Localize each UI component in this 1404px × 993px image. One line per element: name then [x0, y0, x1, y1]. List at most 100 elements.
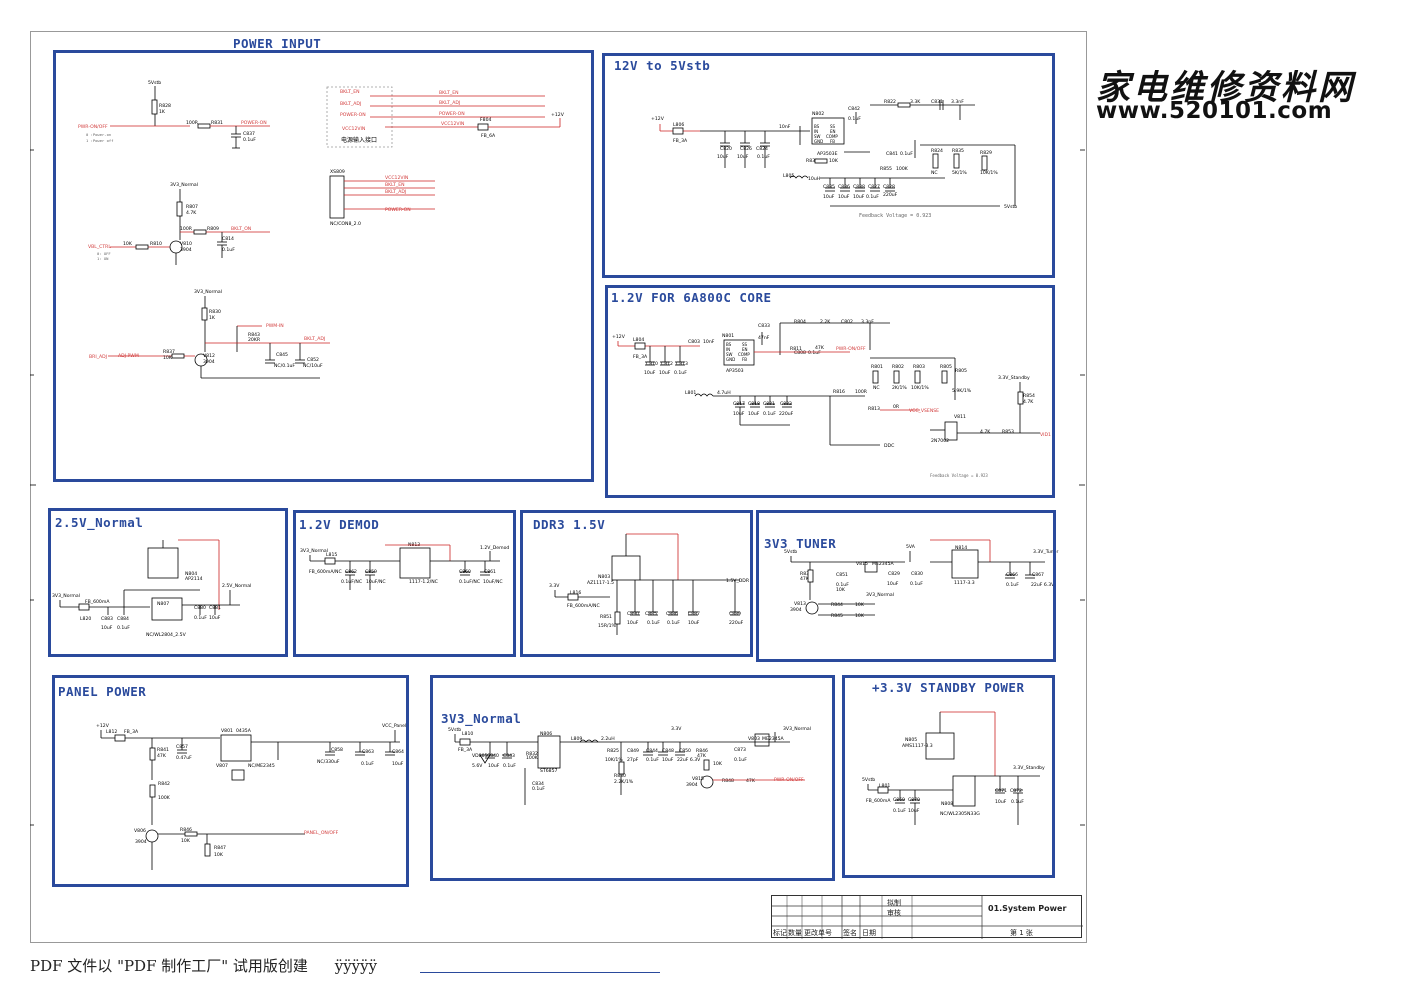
svg-text:3904: 3904	[180, 247, 192, 253]
title-block: 拟制 审核 标记 数量 更改单号 签名 日期 01.System Power 第…	[771, 895, 1083, 939]
svg-text:0.1uF/NC: 0.1uF/NC	[341, 579, 362, 585]
svg-text:V813: V813	[794, 601, 806, 607]
svg-text:1: ON: 1: ON	[97, 256, 109, 261]
stb12-circuit: +12V L806 FB_3A C820 C826 C824 10uF 10uF…	[651, 99, 1017, 219]
svg-text:FB_600mA: FB_600mA	[866, 798, 891, 804]
svg-text:10uF: 10uF	[488, 763, 500, 769]
svg-text:SW: SW	[726, 352, 733, 357]
svg-text:C870: C870	[908, 797, 920, 803]
svg-text:10uF: 10uF	[662, 757, 674, 763]
svg-text:R845: R845	[831, 613, 843, 619]
svg-text:C824: C824	[756, 146, 768, 152]
svg-text:BKLT_EN: BKLT_EN	[439, 90, 459, 96]
svg-text:47K: 47K	[697, 753, 707, 759]
svg-text:V811: V811	[954, 414, 966, 420]
svg-text:3.3K: 3.3K	[910, 99, 921, 105]
svg-text:R842: R842	[158, 781, 170, 787]
svg-text:L801: L801	[685, 390, 696, 396]
title-tuner: 3V3 TUNER	[764, 536, 837, 551]
svg-text:15R/1%: 15R/1%	[598, 623, 617, 629]
panel-core	[605, 285, 1055, 498]
svg-text:0.47uF: 0.47uF	[176, 755, 192, 761]
svg-text:100R: 100R	[180, 226, 193, 232]
svg-text:L816: L816	[570, 590, 581, 596]
svg-text:R846: R846	[180, 827, 192, 833]
svg-text:C810: C810	[646, 361, 658, 367]
power-input-circuit: 5Vstb R828 1K PWR-ON/OFF 0 :Power-on 1 :…	[78, 80, 565, 379]
svg-text:R822: R822	[884, 99, 896, 105]
svg-text:ME2345A: ME2345A	[872, 561, 895, 567]
svg-text:L820: L820	[80, 616, 91, 622]
svg-text:C858: C858	[331, 747, 343, 753]
svg-text:C812: C812	[661, 361, 673, 367]
svg-text:10nF: 10nF	[703, 339, 715, 345]
svg-text:C860: C860	[459, 569, 471, 575]
svg-text:10K: 10K	[181, 838, 191, 844]
pdf-footer-link[interactable]: ÿÿÿÿÿ	[334, 957, 378, 975]
svg-text:20KR: 20KR	[248, 337, 261, 343]
svg-text:C881: C881	[209, 605, 221, 611]
core-circuit: +12V L804 FB_3A C810 C812 C813 10uF 10uF…	[612, 319, 1051, 478]
svg-text:0.1uF: 0.1uF	[836, 582, 849, 588]
svg-text:0.1uF: 0.1uF	[503, 763, 516, 769]
svg-text:C830: C830	[911, 571, 923, 577]
svg-text:R832: R832	[526, 751, 538, 757]
svg-text:Feedback Voltage = 0.923: Feedback Voltage = 0.923	[859, 213, 931, 219]
svg-text:BS: BS	[726, 342, 732, 347]
svg-text:0.1uF: 0.1uF	[1006, 582, 1019, 588]
svg-text:10uF: 10uF	[644, 370, 656, 376]
svg-text:NC/ME2345: NC/ME2345	[248, 763, 275, 769]
svg-text:C831: C831	[931, 99, 943, 105]
svg-text:NC: NC	[873, 385, 880, 391]
watermark-chinese: 家电维修资料网	[1096, 68, 1355, 108]
svg-text:C884: C884	[117, 616, 129, 622]
svg-text:C835: C835	[823, 184, 835, 190]
svg-text:100R: 100R	[186, 120, 199, 126]
pdf-footer-text: PDF 文件以 "PDF 制作工厂" 试用版创建	[30, 957, 308, 975]
svg-text:1.2V_Demod: 1.2V_Demod	[480, 545, 509, 551]
tb-col-qty: 数量	[788, 929, 802, 937]
sheet-ticks	[30, 149, 1085, 826]
panel-power-input	[53, 50, 594, 482]
svg-text:0.1uF: 0.1uF	[900, 151, 913, 157]
svg-text:0.1uF: 0.1uF	[893, 808, 906, 814]
svg-text:DDC: DDC	[884, 443, 894, 449]
svg-text:ST6857: ST6857	[540, 768, 557, 774]
svg-text:C828: C828	[883, 184, 895, 190]
svg-text:F804: F804	[480, 117, 491, 123]
ic-n803	[611, 555, 641, 581]
svg-text:C821: C821	[763, 401, 775, 407]
svg-text:C836: C836	[838, 184, 850, 190]
svg-text:BKLT_ON: BKLT_ON	[231, 226, 251, 232]
svg-text:C859: C859	[365, 569, 377, 575]
tb-page: 第 1 张	[1010, 929, 1033, 937]
svg-text:BKLT_EN: BKLT_EN	[385, 182, 405, 188]
svg-text:NC/CON8_2.0: NC/CON8_2.0	[330, 221, 361, 227]
svg-text:4.7K: 4.7K	[1023, 399, 1034, 405]
svg-text:COMP: COMP	[738, 352, 750, 357]
svg-text:R809: R809	[207, 226, 219, 232]
svg-text:22uF 6.3V: 22uF 6.3V	[677, 757, 701, 763]
svg-text:N803: N803	[598, 574, 610, 580]
svg-text:R810: R810	[150, 241, 162, 247]
svg-text:C827: C827	[868, 184, 880, 190]
ic-n801	[723, 339, 755, 366]
svg-text:POWER-ON: POWER-ON	[340, 112, 366, 118]
svg-text:VCC12VIN: VCC12VIN	[342, 126, 365, 132]
svg-text:10uF: 10uF	[908, 808, 920, 814]
svg-text:5Vstb: 5Vstb	[1004, 204, 1017, 210]
mosfet-v801	[220, 734, 252, 762]
panel-standby	[842, 675, 1055, 878]
svg-text:PWR-ON/OFF: PWR-ON/OFF	[78, 124, 108, 130]
svg-text:2.5V_Normal: 2.5V_Normal	[222, 583, 251, 589]
svg-text:5VA: 5VA	[906, 544, 916, 550]
svg-text:FB_3A: FB_3A	[458, 747, 473, 753]
svg-text:N806: N806	[540, 731, 552, 737]
svg-text:0.1uF: 0.1uF	[194, 615, 207, 621]
svg-text:SW: SW	[814, 134, 821, 139]
svg-text:L809: L809	[571, 736, 582, 742]
svg-text:C885: C885	[645, 611, 657, 617]
svg-text:10uH: 10uH	[808, 176, 820, 182]
